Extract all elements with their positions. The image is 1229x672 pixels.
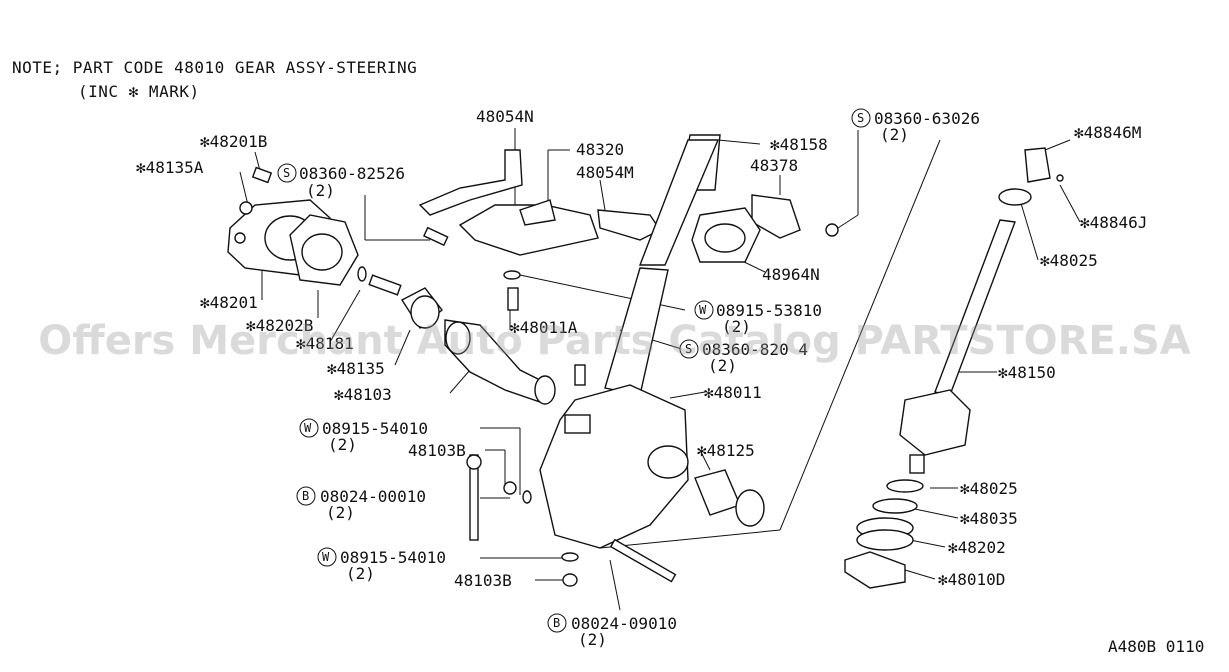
- svg-text:W: W: [304, 421, 312, 435]
- label-48378: 48378: [750, 156, 798, 175]
- callout-s-08360-63026: S 08360-63026 (2): [851, 108, 980, 144]
- callout-s-08360-82526: S 08360-82526 (2): [277, 163, 405, 200]
- label-48011A: ✻48011A: [510, 318, 578, 337]
- label-48320: 48320: [576, 140, 624, 159]
- label-48054M: 48054M: [576, 163, 634, 182]
- svg-text:08024-00010: 08024-00010: [320, 487, 426, 506]
- callout-s-08360-820-4: S 08360-820 4 (2): [679, 339, 808, 375]
- label-48035: ✻48035: [960, 509, 1018, 528]
- svg-text:(2): (2): [328, 435, 357, 454]
- label-48135A: ✻48135A: [136, 158, 204, 177]
- svg-text:08360-63026: 08360-63026: [874, 109, 980, 128]
- svg-text:B: B: [553, 616, 560, 630]
- label-48201B: ✻48201B: [200, 132, 267, 151]
- svg-text:W: W: [699, 303, 707, 317]
- svg-text:08024-09010: 08024-09010: [571, 614, 677, 633]
- part-labels: ✻48201B ✻48135A ✻48201 ✻48202B ✻48181 ✻4…: [136, 107, 1147, 590]
- parts-housing: [539, 139, 765, 587]
- label-48025-lower: ✻48025: [960, 479, 1018, 498]
- svg-text:W: W: [322, 550, 330, 564]
- svg-text:(2): (2): [880, 125, 909, 144]
- label-48103B-upper: 48103B: [408, 441, 466, 460]
- label-48202B: ✻48202B: [246, 316, 313, 335]
- svg-text:08360-820 4: 08360-820 4: [702, 340, 808, 359]
- label-48103: ✻48103: [334, 385, 392, 404]
- label-48201: ✻48201: [200, 293, 258, 312]
- label-48010D: ✻48010D: [938, 570, 1005, 589]
- label-48846J: ✻48846J: [1080, 213, 1147, 232]
- callout-w-08915-54010-lower: W 08915-54010 (2): [317, 547, 446, 583]
- svg-text:S: S: [857, 111, 864, 125]
- svg-text:08360-82526: 08360-82526: [299, 164, 405, 183]
- label-48158: ✻48158: [770, 135, 828, 154]
- label-48846M: ✻48846M: [1074, 123, 1141, 142]
- label-48011: ✻48011: [704, 383, 762, 402]
- label-48103B-lower: 48103B: [454, 571, 512, 590]
- callout-w-08915-54010-upper: W 08915-54010 (2): [299, 418, 428, 454]
- svg-text:S: S: [283, 166, 290, 180]
- svg-text:(2): (2): [306, 181, 335, 200]
- callout-b-08024-09010: B 08024-09010 (2): [547, 613, 677, 649]
- note-line-1: NOTE; PART CODE 48010 GEAR ASSY-STEERING: [12, 58, 418, 77]
- svg-text:08915-54010: 08915-54010: [322, 419, 428, 438]
- parts-left: [227, 166, 556, 541]
- label-48202: ✻48202: [948, 538, 1006, 557]
- svg-text:08915-53810: 08915-53810: [716, 301, 822, 320]
- svg-text:(2): (2): [722, 317, 751, 336]
- label-48964N: 48964N: [762, 265, 820, 284]
- label-48125: ✻48125: [697, 441, 755, 460]
- svg-text:(2): (2): [346, 564, 375, 583]
- svg-text:(2): (2): [708, 356, 737, 375]
- label-48135: ✻48135: [327, 359, 385, 378]
- label-48150: ✻48150: [998, 363, 1056, 382]
- diagram-code: A480B 0110: [1108, 637, 1204, 656]
- label-48025-upper: ✻48025: [1040, 251, 1098, 270]
- svg-text:(2): (2): [326, 503, 355, 522]
- svg-text:08915-54010: 08915-54010: [340, 548, 446, 567]
- label-48054N: 48054N: [476, 107, 534, 126]
- callout-w-08915-53810: W 08915-53810 (2): [694, 300, 822, 336]
- svg-text:S: S: [685, 342, 692, 356]
- svg-text:(2): (2): [578, 630, 607, 649]
- callout-b-08024-00010: B 08024-00010 (2): [296, 486, 426, 522]
- svg-text:B: B: [302, 489, 309, 503]
- label-48181: ✻48181: [296, 334, 354, 353]
- note-line-2: (INC ✻ MARK): [78, 82, 200, 101]
- parts-right: [844, 147, 1064, 589]
